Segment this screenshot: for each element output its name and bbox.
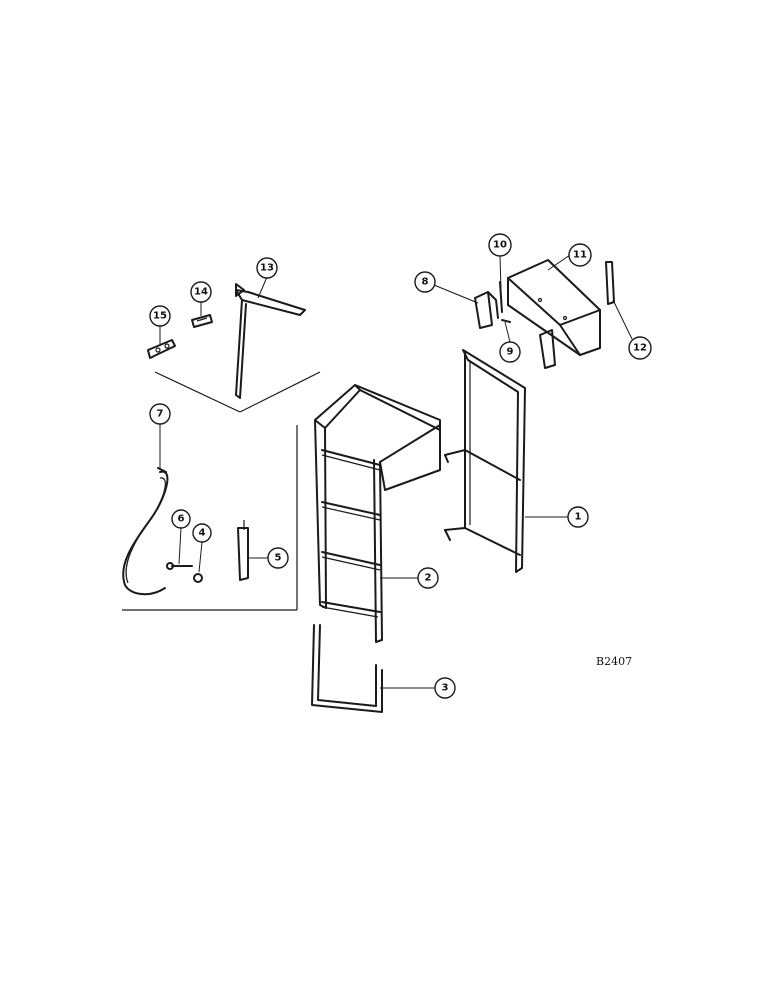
svg-text:10: 10 (493, 240, 507, 251)
callout-4: 4 (192, 523, 212, 543)
frame-part (444, 349, 526, 573)
clip-part (191, 314, 213, 328)
callout-13: 13 (256, 257, 278, 279)
box-part (507, 259, 601, 356)
pin-part (166, 562, 193, 570)
bar-bracket-part (237, 520, 249, 581)
svg-text:3: 3 (442, 683, 449, 694)
callout-1: 1 (567, 506, 589, 528)
svg-text:7: 7 (157, 409, 164, 420)
svg-text:2: 2 (425, 573, 432, 584)
svg-text:8: 8 (422, 277, 429, 288)
ladder-part (314, 384, 441, 643)
strip-part (605, 261, 615, 305)
callout-7: 7 (149, 403, 171, 425)
lower-step-part (311, 624, 383, 713)
callout-3: 3 (434, 677, 456, 699)
callout-10: 10 (488, 233, 512, 257)
nut-part (193, 573, 203, 583)
drawing-code-label: B2407 (596, 655, 632, 668)
callout-15: 15 (149, 305, 171, 327)
svg-text:13: 13 (260, 263, 274, 274)
callout-11: 11 (568, 243, 592, 267)
callout-2: 2 (417, 567, 439, 589)
callout-9: 9 (499, 341, 521, 363)
svg-text:6: 6 (178, 514, 185, 525)
leader-lines (159, 254, 633, 689)
callout-8: 8 (414, 271, 436, 293)
rod-pin-part (499, 281, 503, 313)
svg-text:4: 4 (199, 528, 206, 539)
svg-text:15: 15 (153, 311, 167, 322)
handrail-part (235, 283, 306, 399)
svg-text:5: 5 (275, 553, 282, 564)
hinge-parts (474, 291, 556, 369)
callout-6: 6 (171, 509, 191, 529)
cable-part (122, 467, 169, 596)
svg-text:1: 1 (575, 512, 582, 523)
callout-12: 12 (628, 336, 652, 360)
svg-text:12: 12 (633, 343, 647, 354)
svg-text:11: 11 (573, 250, 587, 261)
svg-text:14: 14 (194, 287, 208, 298)
callout-5: 5 (267, 547, 289, 569)
bracket-part (147, 339, 176, 359)
svg-text:9: 9 (507, 347, 514, 358)
divider-lines (122, 371, 321, 611)
callout-14: 14 (190, 281, 212, 303)
